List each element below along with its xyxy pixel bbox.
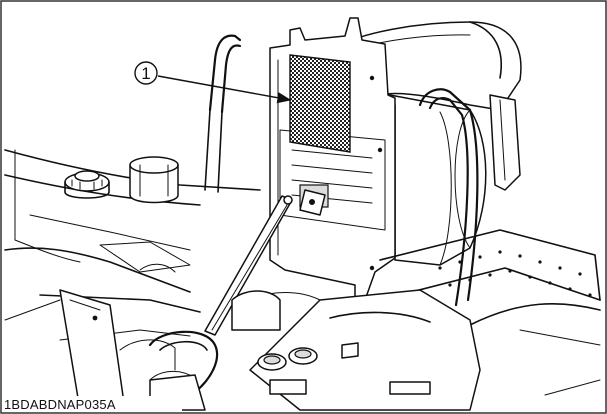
cup-holder [129, 156, 179, 204]
callout-circle [134, 61, 158, 85]
grab-rail-left [204, 34, 242, 193]
filler-cap [64, 170, 110, 199]
seat-support-strut [204, 189, 326, 336]
callout-1: 1 [134, 61, 292, 104]
grab-rail-right [418, 88, 521, 307]
seat-assembly [269, 17, 522, 301]
fender-left [59, 289, 126, 411]
control-console [231, 289, 481, 411]
operator-platform [379, 229, 601, 396]
callout-leader-arrow [157, 75, 292, 104]
callout-number: 1 [141, 64, 150, 83]
figure-code: 1BDABDNAP035A [4, 397, 116, 412]
manual-storage-mesh [289, 54, 351, 153]
